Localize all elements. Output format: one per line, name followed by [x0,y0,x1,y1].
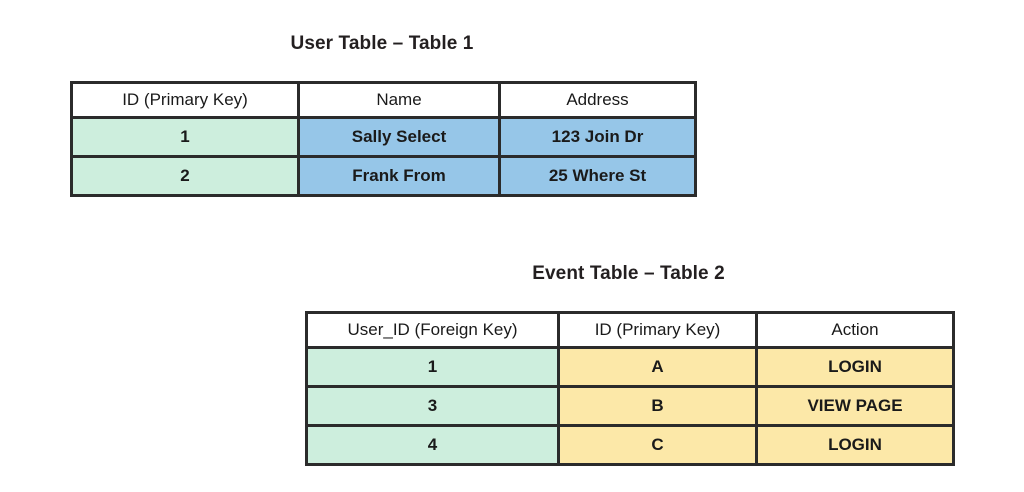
cell-foreign-key: 4 [305,424,560,466]
event-table-title: Event Table – Table 2 [532,263,725,284]
cell-action: LOGIN [755,346,955,388]
event-table: User_ID (Foreign Key) ID (Primary Key) A… [305,311,955,466]
cell-user-id: 1 [70,116,300,158]
table-row: 4 C LOGIN [305,424,955,466]
column-header-name: Name [297,81,501,119]
cell-user-address: 25 Where St [498,155,697,197]
user-table-title: User Table – Table 1 [290,33,474,54]
column-header-event-id: ID (Primary Key) [557,311,758,349]
table-header-row: User_ID (Foreign Key) ID (Primary Key) A… [305,311,955,349]
cell-event-id: C [557,424,758,466]
cell-user-id: 2 [70,155,300,197]
cell-user-address: 123 Join Dr [498,116,697,158]
cell-user-name: Sally Select [297,116,501,158]
column-header-address: Address [498,81,697,119]
table-row: 2 Frank From 25 Where St [70,155,697,197]
table-row: 1 Sally Select 123 Join Dr [70,116,697,158]
table-row: 3 B VIEW PAGE [305,385,955,427]
column-header-action: Action [755,311,955,349]
table-row: 1 A LOGIN [305,346,955,388]
table-header-row: ID (Primary Key) Name Address [70,81,697,119]
cell-user-name: Frank From [297,155,501,197]
cell-event-id: B [557,385,758,427]
user-table: ID (Primary Key) Name Address 1 Sally Se… [70,81,697,197]
cell-foreign-key: 1 [305,346,560,388]
cell-event-id: A [557,346,758,388]
cell-action: VIEW PAGE [755,385,955,427]
cell-foreign-key: 3 [305,385,560,427]
cell-action: LOGIN [755,424,955,466]
column-header-user-id: ID (Primary Key) [70,81,300,119]
column-header-foreign-key: User_ID (Foreign Key) [305,311,560,349]
